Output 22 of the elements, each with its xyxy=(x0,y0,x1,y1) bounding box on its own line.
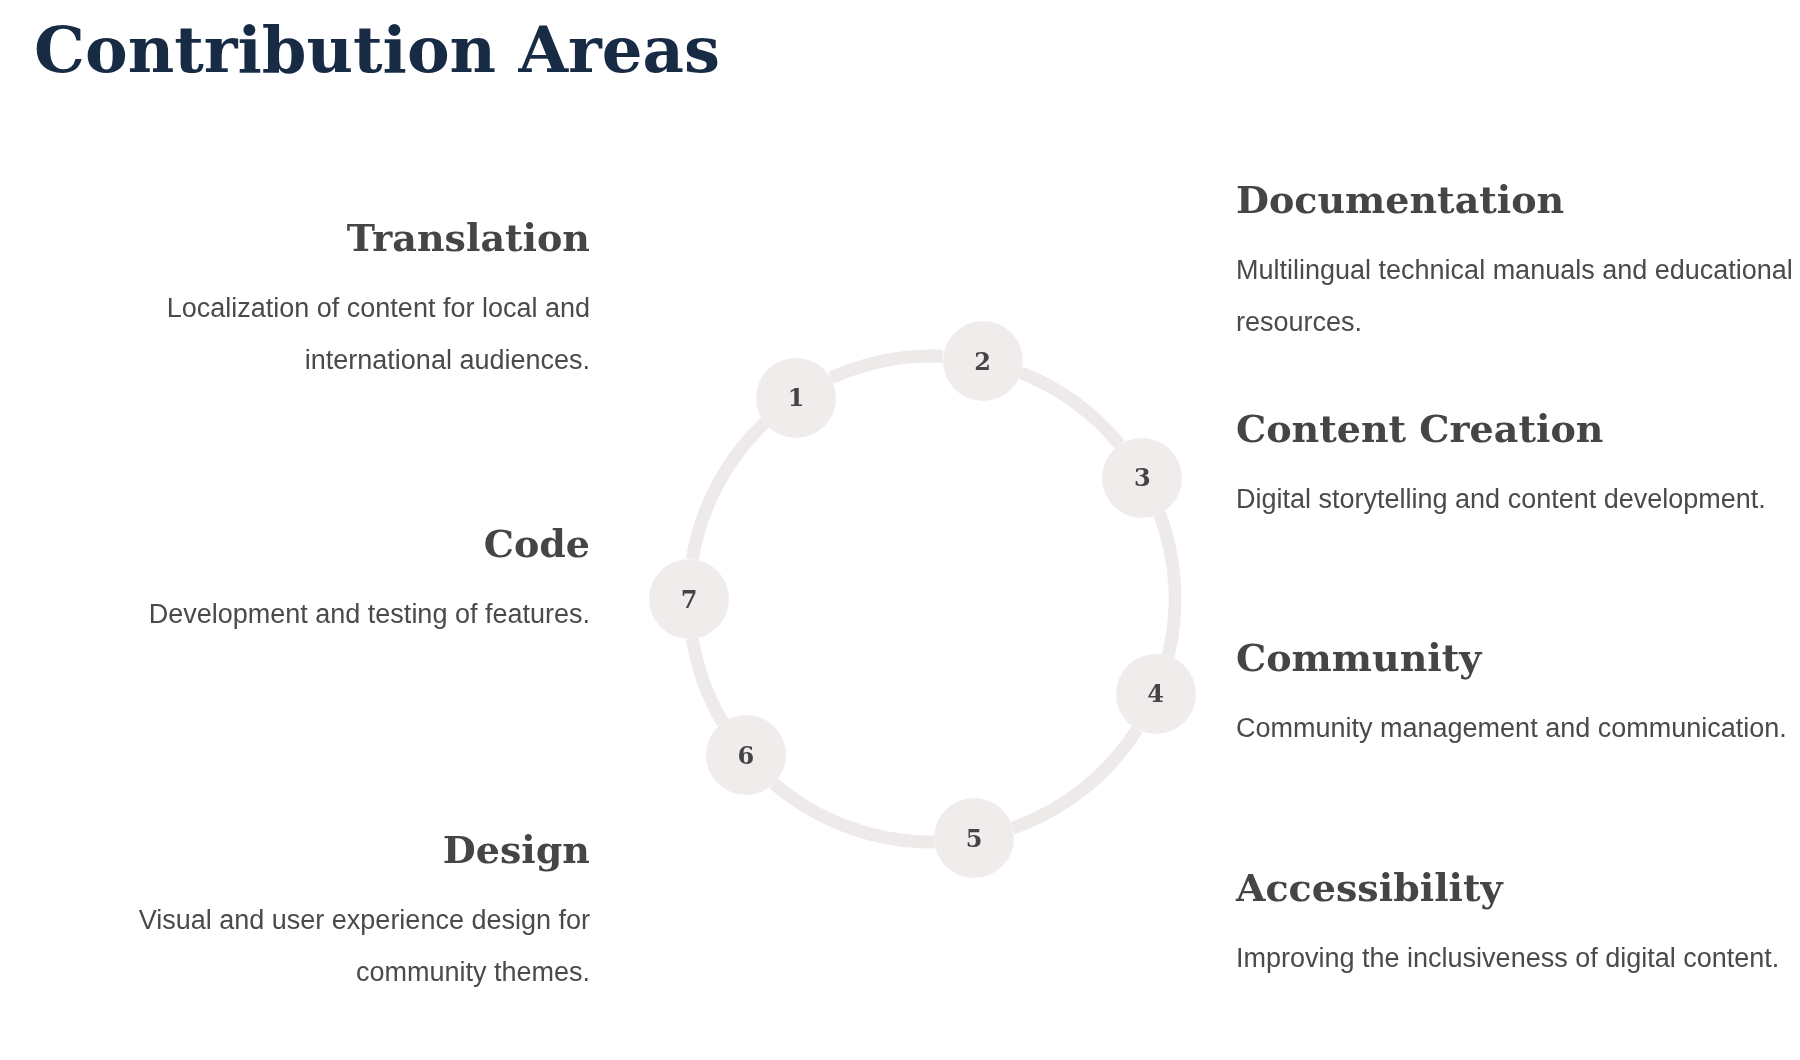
page-title: Contribution Areas xyxy=(34,12,720,87)
step-number: 3 xyxy=(1134,463,1151,492)
step-number: 6 xyxy=(737,740,755,770)
step-number: 7 xyxy=(680,584,698,614)
area-description: Community management and communication. xyxy=(1236,712,1788,745)
area-heading: Translation xyxy=(346,214,590,262)
area-description: Digital storytelling and content development. xyxy=(1236,483,1767,516)
area-heading: Code xyxy=(483,520,590,568)
step-number: 5 xyxy=(965,823,983,853)
area-heading: Content Creation xyxy=(1236,405,1604,453)
area-description: Localization of content for local and international audiences. xyxy=(165,292,590,377)
step-number: 4 xyxy=(1147,679,1164,709)
area-heading: Accessibility xyxy=(1236,864,1503,912)
step-number: 1 xyxy=(787,383,805,413)
area-description: Development and testing of features. xyxy=(147,598,590,631)
area-heading: Documentation xyxy=(1236,176,1565,224)
area-description: Multilingual technical manuals and educational resources. xyxy=(1236,254,1794,339)
area-heading: Community xyxy=(1236,634,1482,682)
step-number: 2 xyxy=(974,346,991,376)
area-description: Visual and user experience design for community themes. xyxy=(137,904,590,989)
area-description: Improving the inclusiveness of digital content. xyxy=(1236,942,1781,975)
area-heading: Design xyxy=(442,826,590,874)
